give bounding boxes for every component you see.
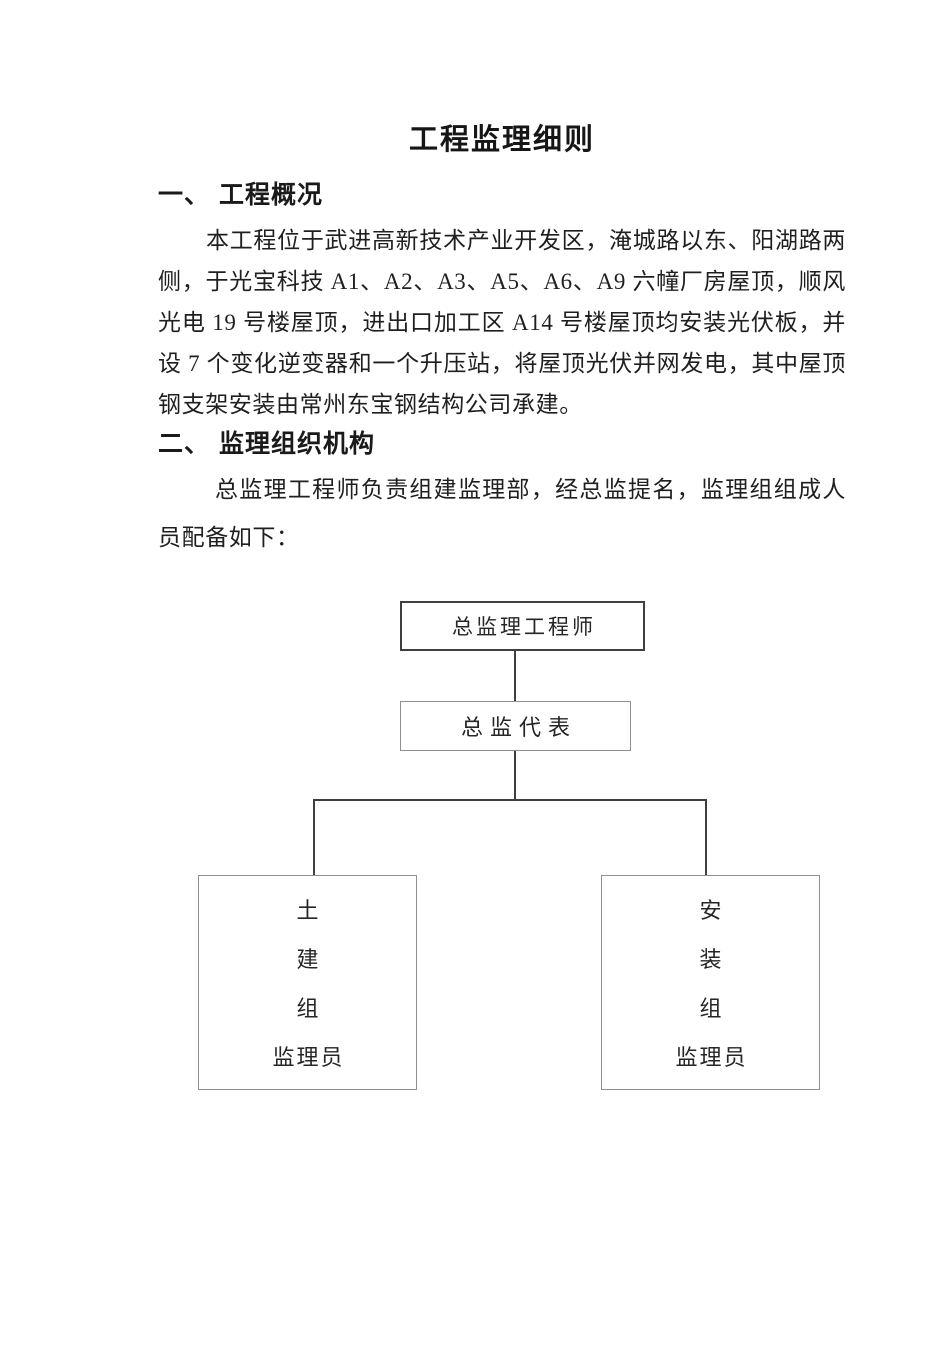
install-group-line-2: 装 xyxy=(699,947,724,972)
civil-group-line-3: 组 xyxy=(296,996,321,1021)
civil-group-line-4: 监理员 xyxy=(272,1045,345,1070)
org-node-chief-supervision-engineer-label: 总监理工程师 xyxy=(452,615,596,639)
page-title: 工程监理细则 xyxy=(408,124,595,156)
section-2-title: 监理组织机构 xyxy=(219,431,376,458)
section-1-paragraph: 本工程位于武进高新技术产业开发区，淹城路以东、阳湖路两侧，于光宝科技 A1、A2… xyxy=(158,228,846,417)
connector-horizontal-branch xyxy=(313,799,707,801)
connector-deputy-down xyxy=(514,751,516,801)
section-1-number: 一、 xyxy=(158,182,211,209)
org-node-deputy-chief-representative: 总监代表 xyxy=(400,701,631,751)
org-node-deputy-chief-representative-label: 总监代表 xyxy=(460,715,577,740)
section-1-heading: 一、工程概况 xyxy=(158,175,323,211)
connector-to-install-group xyxy=(705,799,707,876)
section-2-number: 二、 xyxy=(158,431,211,458)
section-2-heading: 二、监理组织机构 xyxy=(158,424,375,460)
install-group-line-4: 监理员 xyxy=(675,1045,748,1070)
connector-to-civil-group xyxy=(313,799,315,876)
org-node-chief-supervision-engineer: 总监理工程师 xyxy=(400,601,645,651)
install-group-line-1: 安 xyxy=(699,898,724,923)
connector-root-to-deputy xyxy=(514,651,516,701)
civil-group-line-2: 建 xyxy=(296,947,321,972)
org-node-civil-group-supervisors: 土 建 组 监理员 xyxy=(198,875,417,1090)
install-group-line-3: 组 xyxy=(699,996,724,1021)
civil-group-line-1: 土 xyxy=(296,898,321,923)
section-2-paragraph: 总监理工程师负责组建监理部，经总监提名，监理组组成人员配备如下： xyxy=(158,477,846,550)
org-node-installation-group-supervisors: 安 装 组 监理员 xyxy=(601,875,820,1090)
section-1-title: 工程概况 xyxy=(219,182,324,209)
